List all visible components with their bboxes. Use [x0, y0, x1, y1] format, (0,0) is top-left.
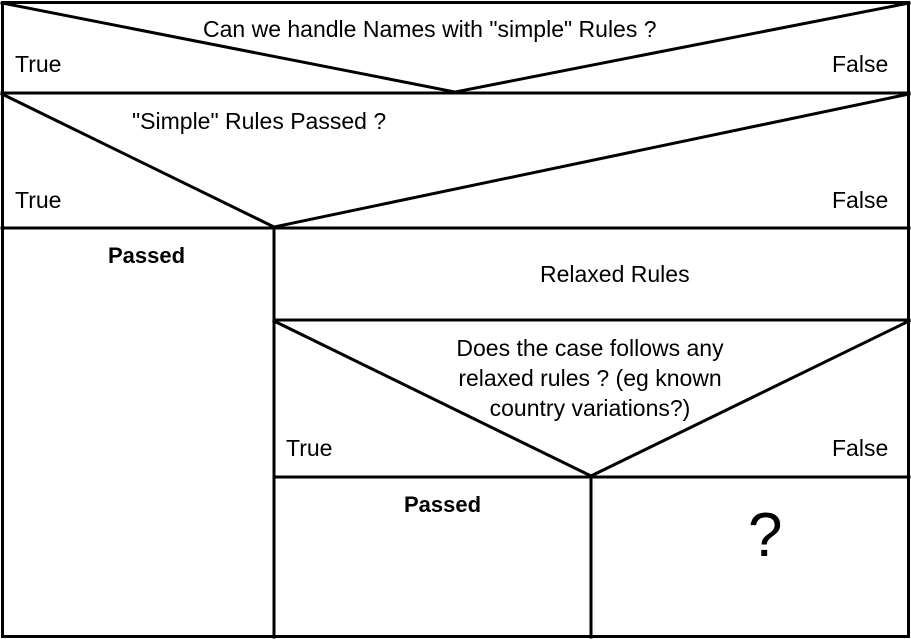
d1-true-label: True — [15, 51, 62, 77]
passed-left-label: Passed — [108, 243, 186, 268]
d2-question: "Simple" Rules Passed ? — [132, 108, 387, 134]
d3-true-label: True — [286, 435, 333, 461]
unknown-outcome-label: ? — [748, 501, 783, 570]
d3-false-diagonal — [588, 318, 911, 479]
d3-true-diagonal — [271, 318, 594, 479]
d2-true-diagonal — [0, 91, 277, 230]
d1-true-diagonal — [0, 1, 457, 94]
d3-false-label: False — [832, 435, 889, 461]
d3-question-line-3: country variations?) — [489, 395, 691, 421]
d3-question-line-1: Does the case follows any — [456, 335, 724, 361]
d3-question-line-2: relaxed rules ? (eg known — [458, 365, 722, 391]
relaxed-rules-label: Relaxed Rules — [540, 261, 690, 287]
d2-false-diagonal — [272, 92, 911, 229]
d2-true-label: True — [15, 187, 62, 213]
d1-false-label: False — [832, 51, 889, 77]
passed-inner-label: Passed — [404, 492, 482, 517]
d1-false-diagonal — [453, 1, 911, 94]
d2-false-label: False — [832, 187, 889, 213]
d1-question: Can we handle Names with "simple" Rules … — [203, 16, 657, 42]
